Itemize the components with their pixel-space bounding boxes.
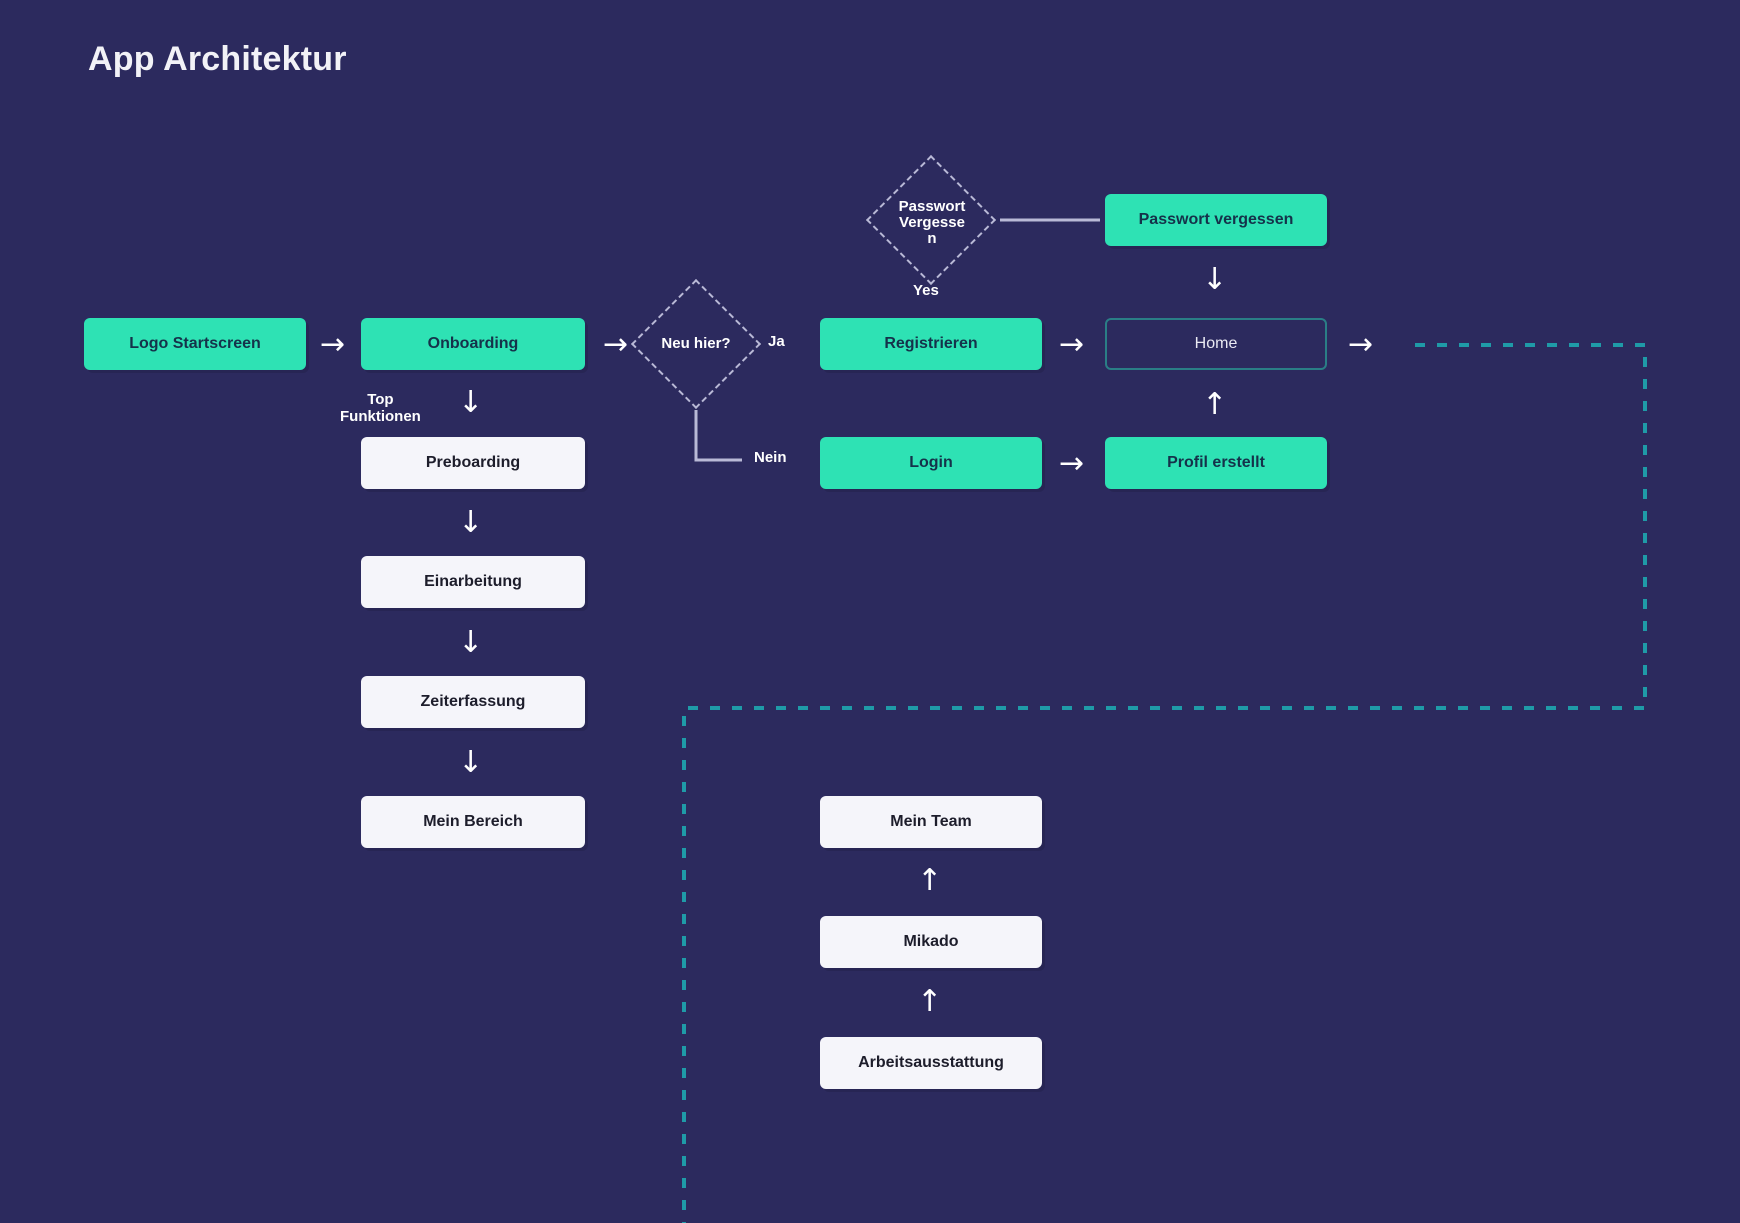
decision-passwort-vergessen-label[interactable]: Passwort Vergessen [898,198,966,247]
arrow-down-icon-zeiterfassung-to-meinbereich: ↓ [458,745,484,780]
node-einarbeitung[interactable]: Einarbeitung [361,556,585,608]
arrow-down-icon-onboarding-to-preboarding: ↓ [458,385,484,420]
node-profil-erstellt[interactable]: Profil erstellt [1105,437,1327,489]
arrow-down-icon-einarbeitung-to-zeiterfassung: ↓ [458,625,484,660]
node-home[interactable]: Home [1105,318,1327,370]
arrow-up-icon-arbeits-to-mikado: ↑ [917,984,943,1019]
arrow-up-icon-mikado-to-meinteam: ↑ [917,863,943,898]
arrow-right-icon-logo-to-onboarding: → [320,327,346,362]
edge-label-top-funktionen: Top Funktionen [340,391,421,425]
node-arbeitsausstattung[interactable]: Arbeitsausstattung [820,1037,1042,1089]
arrow-down-icon-passwortbox-to-home: ↓ [1202,262,1228,297]
connector-neu-hier-nein [694,410,742,462]
node-login[interactable]: Login [820,437,1042,489]
arrow-up-icon-profil-to-home: ↑ [1202,387,1228,422]
arrow-right-icon-home-to-dashed: → [1348,327,1374,362]
node-passwort-vergessen-box[interactable]: Passwort vergessen [1105,194,1327,246]
node-registrieren[interactable]: Registrieren [820,318,1042,370]
node-mikado[interactable]: Mikado [820,916,1042,968]
node-zeiterfassung[interactable]: Zeiterfassung [361,676,585,728]
edge-label-ja: Ja [768,333,785,350]
arrow-down-icon-preboarding-to-einarbeitung: ↓ [458,505,484,540]
arrow-right-icon-login-to-profil: → [1059,446,1085,481]
arrow-right-icon-registrieren-to-home: → [1059,327,1085,362]
edge-label-nein: Nein [754,449,787,466]
edge-label-yes: Yes [913,282,939,299]
node-onboarding[interactable]: Onboarding [361,318,585,370]
node-preboarding[interactable]: Preboarding [361,437,585,489]
arrow-right-icon-onboarding-to-neuhier: → [603,327,629,362]
node-mein-team[interactable]: Mein Team [820,796,1042,848]
node-logo-startscreen[interactable]: Logo Startscreen [84,318,306,370]
decision-neu-hier-label[interactable]: Neu hier? [661,335,731,353]
node-mein-bereich[interactable]: Mein Bereich [361,796,585,848]
page-title: App Architektur [88,40,347,78]
